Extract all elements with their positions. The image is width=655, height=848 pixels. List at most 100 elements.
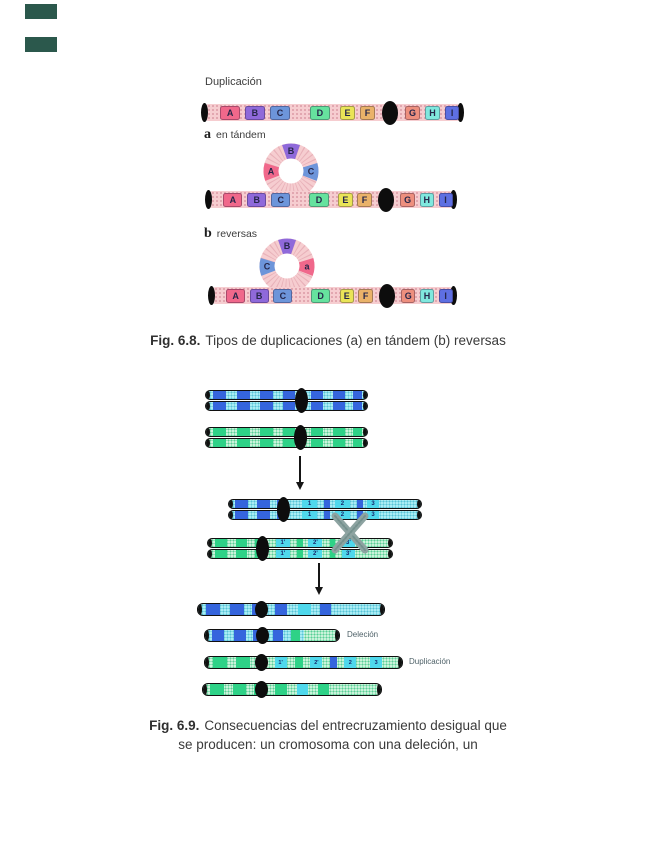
band — [257, 500, 270, 508]
telomere-cap — [398, 657, 402, 668]
band — [324, 511, 330, 519]
segment-A: A — [223, 192, 243, 207]
fig68-caption-text: Tipos de duplicaciones (a) en tándem (b)… — [205, 333, 506, 348]
crossover-x — [331, 512, 369, 554]
segment-C: C — [270, 105, 291, 120]
fig68-caption-number: Fig. 6.8. — [150, 333, 201, 348]
centromere — [378, 187, 395, 212]
band: 2 — [334, 500, 351, 508]
segment-A: A — [226, 288, 246, 303]
segment-H: H — [424, 105, 440, 120]
band — [212, 439, 226, 447]
band — [236, 428, 250, 436]
segment-H: H — [419, 192, 434, 207]
band: 1' — [274, 657, 287, 668]
fig69-caption-line1: Fig. 6.9.Consecuencias del entrecruzamie… — [60, 716, 596, 735]
band — [234, 511, 249, 519]
band — [259, 391, 273, 399]
svg-text:a: a — [304, 262, 310, 272]
telomere-cap — [363, 439, 367, 447]
band — [330, 657, 338, 668]
segment-I: I — [438, 192, 453, 207]
fig69-caption-text1: Consecuencias del entrecruzamiento desig… — [204, 718, 507, 733]
segment-A: A — [220, 105, 241, 120]
segment-D: D — [311, 288, 331, 303]
band — [273, 630, 284, 641]
blue-chromatid — [205, 401, 368, 411]
green-chromatid — [205, 427, 368, 437]
band: 3' — [341, 550, 355, 558]
band: 1 — [301, 500, 318, 508]
telomere-cap — [417, 500, 421, 508]
band — [329, 550, 336, 558]
centromere — [255, 627, 269, 644]
reverse-loop: CBa — [259, 238, 315, 294]
telomere-cap — [206, 428, 210, 436]
segment-G: G — [401, 288, 416, 303]
band — [311, 428, 324, 436]
band — [251, 604, 260, 615]
svg-text:C: C — [264, 262, 271, 272]
band: 1 — [301, 511, 318, 519]
telomere-cap — [201, 103, 208, 122]
telomere-cap — [417, 511, 421, 519]
svg-text:C: C — [308, 167, 315, 177]
band — [215, 550, 227, 558]
telomere-cap — [208, 539, 212, 547]
band — [352, 428, 363, 436]
band — [294, 657, 303, 668]
band — [211, 630, 225, 641]
down-arrow-1 — [296, 456, 304, 490]
band — [304, 630, 337, 641]
band: 3 — [366, 511, 380, 519]
segment-C: C — [273, 288, 293, 303]
telomere-cap — [363, 391, 367, 399]
band — [229, 604, 245, 615]
centromere — [254, 681, 268, 698]
centromere — [276, 497, 290, 522]
band — [236, 439, 250, 447]
centromere — [378, 283, 395, 308]
band — [235, 550, 248, 558]
segment-I: I — [444, 105, 460, 120]
fig68-caption: Fig. 6.8. Tipos de duplicaciones (a) en t… — [60, 331, 596, 350]
telomere-cap — [380, 604, 384, 615]
segment-G: G — [405, 105, 421, 120]
segment-E: E — [339, 288, 354, 303]
loop-segment-B — [282, 143, 300, 160]
green-chromatid: 1' 2' 3' — [207, 538, 393, 548]
band — [318, 684, 329, 695]
telomere-cap — [206, 439, 210, 447]
band — [297, 550, 303, 558]
band: 2' — [308, 539, 323, 547]
telomere-cap — [203, 684, 207, 695]
blue-normal-chromosome — [197, 603, 385, 616]
centromere — [381, 100, 398, 125]
segment-F: F — [359, 105, 375, 120]
telomere-cap — [208, 286, 215, 305]
band — [282, 439, 295, 447]
band: 3' — [341, 539, 355, 547]
telomere-cap — [363, 402, 367, 410]
item-a-letter: a — [204, 127, 211, 142]
telomere-cap — [206, 391, 210, 399]
centromere — [293, 425, 307, 450]
segment-F: F — [358, 288, 373, 303]
band — [215, 539, 227, 547]
band — [357, 511, 363, 519]
telomere-cap — [363, 428, 367, 436]
band — [235, 657, 250, 668]
telomere-cap — [377, 684, 381, 695]
telomere-cap — [450, 190, 457, 209]
band — [333, 439, 345, 447]
band — [297, 604, 311, 615]
loop-segment-a — [298, 257, 315, 276]
band: 1' — [275, 539, 290, 547]
telomere-cap — [388, 539, 392, 547]
telomere-cap — [335, 630, 339, 641]
band — [235, 539, 248, 547]
